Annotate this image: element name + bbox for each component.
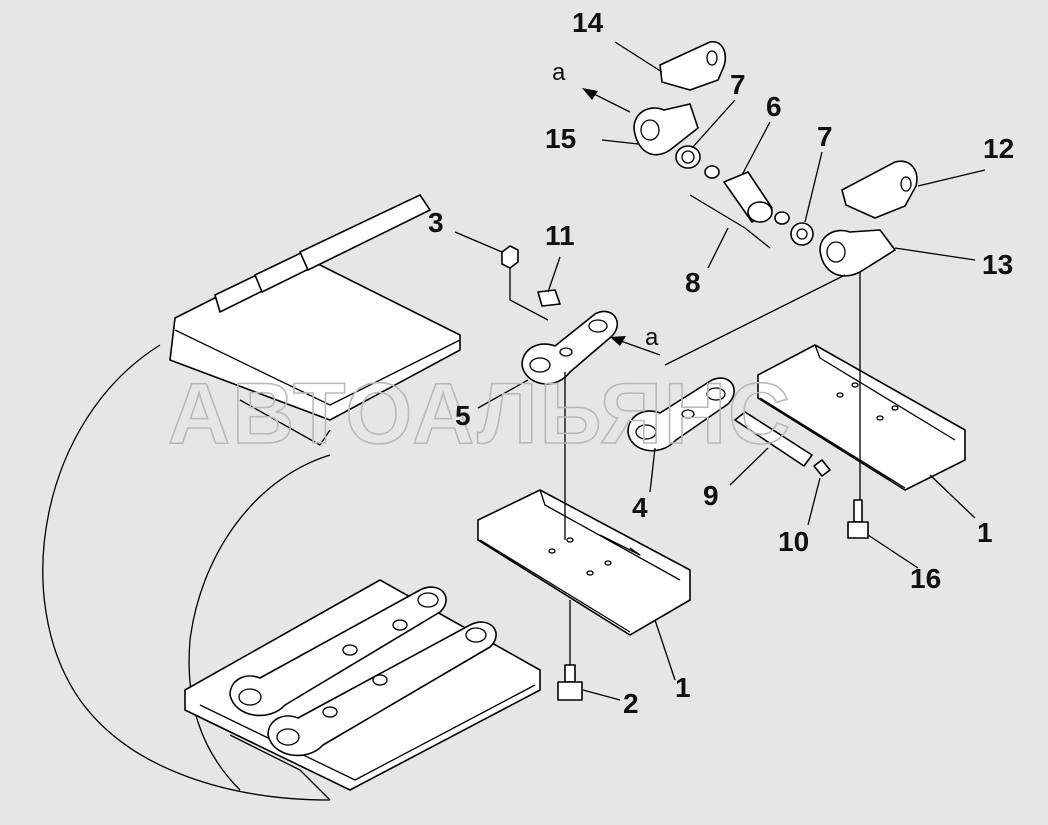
master-link-part-13	[819, 229, 896, 277]
master-link-part-15	[633, 103, 699, 156]
callout-16: 16	[910, 563, 941, 594]
callout-12: 12	[983, 133, 1014, 164]
bolt-part-2	[557, 664, 583, 701]
nut-part-3	[501, 245, 519, 269]
callout-13: 13	[982, 249, 1013, 280]
callout-14: 14	[572, 7, 604, 38]
bushing-part-6	[704, 165, 790, 225]
pin-part-9	[734, 411, 813, 467]
ref-letter-a-middle: a	[645, 324, 659, 351]
callout-6: 6	[766, 91, 782, 122]
master-link-part-12	[841, 160, 918, 219]
callout-7-top: 7	[730, 69, 746, 100]
callout-8: 8	[685, 267, 701, 298]
callout-7-right: 7	[817, 121, 833, 152]
callout-3: 3	[428, 207, 444, 238]
seal-part-7-right	[790, 222, 814, 246]
track-shoe-right	[757, 344, 966, 491]
ref-letter-a-top: a	[552, 59, 566, 86]
assembly-lines	[509, 88, 861, 665]
callout-15: 15	[545, 123, 576, 154]
bolt-part-11	[537, 289, 561, 307]
seal-part-7-top	[675, 145, 701, 169]
link-part-5	[521, 310, 619, 385]
callout-9: 9	[703, 480, 719, 511]
watermark-text: АВТОАЛЬЯНС	[168, 366, 792, 462]
callout-1-right: 1	[977, 517, 993, 548]
callout-11: 11	[545, 220, 575, 251]
master-link-part-14	[659, 41, 726, 91]
callout-1-center: 1	[675, 672, 691, 703]
callout-4: 4	[632, 492, 648, 523]
spacer-part-10	[813, 459, 831, 477]
callout-leaders	[454, 41, 986, 701]
track-chain-assembly	[42, 194, 541, 801]
callout-5: 5	[455, 400, 471, 431]
callout-10: 10	[778, 526, 809, 557]
callout-2: 2	[623, 688, 639, 719]
link-part-4	[627, 377, 735, 452]
track-shoe-center	[477, 489, 691, 636]
bolt-part-16	[847, 499, 869, 539]
